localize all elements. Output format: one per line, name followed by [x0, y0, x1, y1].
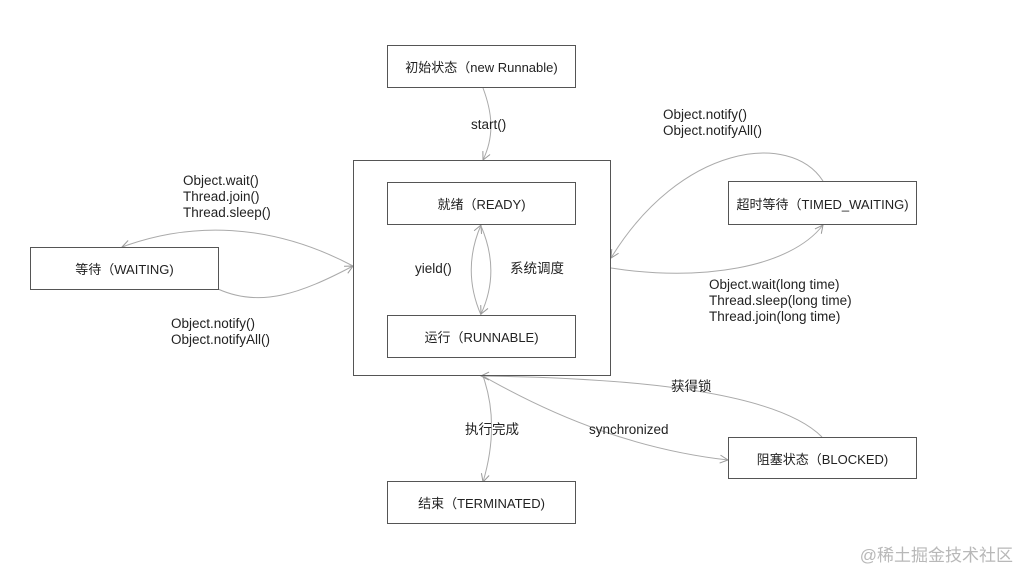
runnable-state-group — [353, 160, 611, 376]
label-synchronized: synchronized — [589, 422, 669, 437]
state-timed-waiting: 超时等待（TIMED_WAITING) — [728, 181, 917, 225]
label-line: Object.notify() — [171, 316, 256, 331]
arrow-schedule — [481, 225, 492, 314]
label-line: Object.wait(long time) — [709, 277, 840, 292]
arrow-from-timed-waiting — [611, 152, 824, 258]
state-terminated: 结束（TERMINATED) — [387, 481, 576, 524]
arrow-to-timed-waiting — [610, 225, 823, 274]
arrow-synchronized — [482, 375, 728, 460]
arrow-to-waiting — [122, 229, 354, 267]
label-to-waiting: Object.wait() Thread.join() Thread.sleep… — [183, 173, 271, 221]
label-line: Object.notifyAll() — [663, 123, 763, 138]
label-line: Object.wait() — [183, 173, 259, 188]
label-acquire-lock: 获得锁 — [671, 379, 712, 394]
arrow-from-waiting — [217, 266, 353, 299]
label-schedule: 系统调度 — [510, 261, 564, 276]
state-waiting: 等待（WAITING) — [30, 247, 219, 290]
label-to-timed-waiting: Object.wait(long time) Thread.sleep(long… — [709, 277, 852, 325]
state-new: 初始状态（new Runnable) — [387, 45, 576, 88]
state-running: 运行（RUNNABLE) — [387, 315, 576, 358]
state-blocked: 阻塞状态（BLOCKED) — [728, 437, 917, 479]
label-line: Thread.sleep(long time) — [709, 293, 852, 308]
label-from-waiting: Object.notify() Object.notifyAll() — [171, 316, 270, 348]
arrow-yield — [470, 225, 481, 316]
arrow-finish — [483, 375, 493, 482]
watermark: @稀土掘金技术社区 — [859, 546, 1013, 565]
label-line: Thread.join(long time) — [709, 309, 841, 324]
arrow-acquire-lock — [481, 376, 823, 438]
label-line: Thread.sleep() — [183, 205, 271, 220]
label-start: start() — [471, 117, 507, 132]
state-ready: 就绪（READY) — [387, 182, 576, 225]
label-line: Object.notifyAll() — [171, 332, 271, 347]
arrow-start — [483, 87, 492, 160]
label-yield: yield() — [415, 261, 452, 276]
label-line: Thread.join() — [183, 189, 260, 204]
label-finish: 执行完成 — [465, 422, 519, 437]
label-line: Object.notify() — [663, 107, 748, 122]
label-from-timed-waiting: Object.notify() Object.notifyAll() — [663, 107, 762, 139]
